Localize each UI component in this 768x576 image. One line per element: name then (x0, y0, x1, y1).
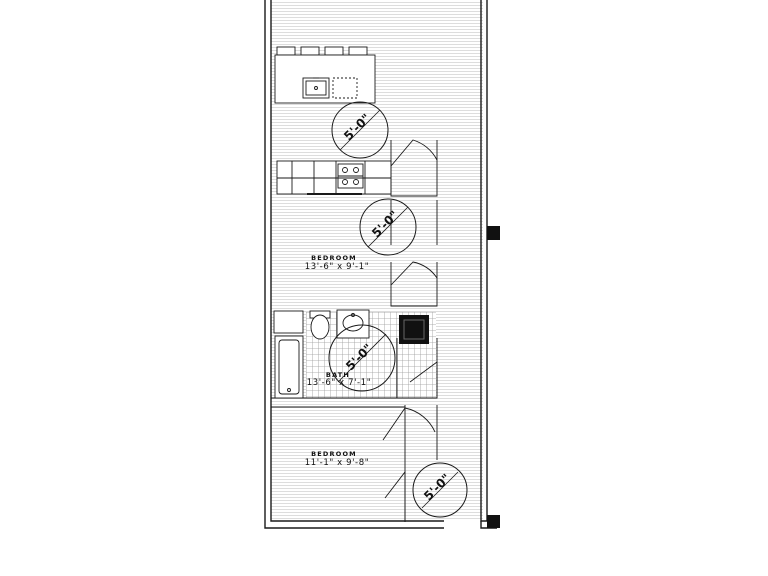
column-corner (487, 515, 500, 528)
kitchen-counter (276, 160, 392, 195)
mechanical-unit-inner (403, 319, 425, 340)
closets (382, 139, 438, 522)
column-mid (487, 226, 500, 240)
room-dims-bath: 13'-6" x 7'-1" (307, 378, 372, 388)
room-name-bath: BATH (326, 371, 350, 379)
kitchen-island (274, 46, 376, 104)
bath-fixtures (271, 309, 405, 408)
room-dims-bedroom-2: 11'-1" x 9'-8" (305, 458, 370, 468)
room-dims-bedroom-1: 13'-6" x 9'-1" (305, 262, 370, 272)
room-name-bedroom-1: BEDROOM (311, 254, 357, 262)
room-name-bedroom-2: BEDROOM (311, 450, 357, 458)
